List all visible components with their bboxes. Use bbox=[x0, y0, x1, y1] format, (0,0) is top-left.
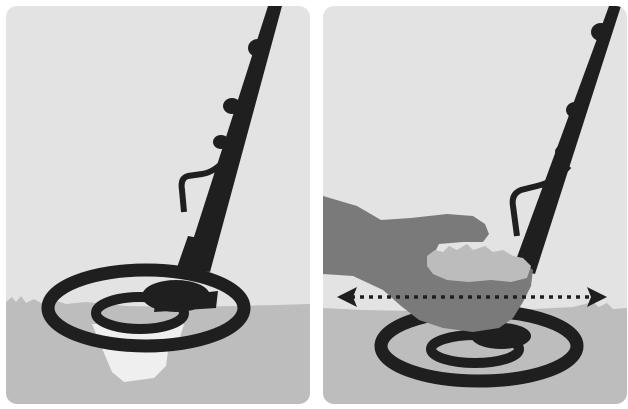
detector-scene-left bbox=[6, 6, 310, 404]
shaft-joint bbox=[223, 98, 241, 114]
shaft-joint bbox=[213, 135, 229, 149]
illustration-panel-right bbox=[323, 6, 627, 404]
shaft-joint bbox=[248, 39, 268, 57]
detector-scene-right bbox=[323, 6, 627, 404]
illustration-panel-left bbox=[6, 6, 310, 404]
shaft-joint bbox=[566, 102, 584, 118]
shaft-joint bbox=[591, 23, 611, 41]
shaft-joint bbox=[555, 145, 571, 159]
